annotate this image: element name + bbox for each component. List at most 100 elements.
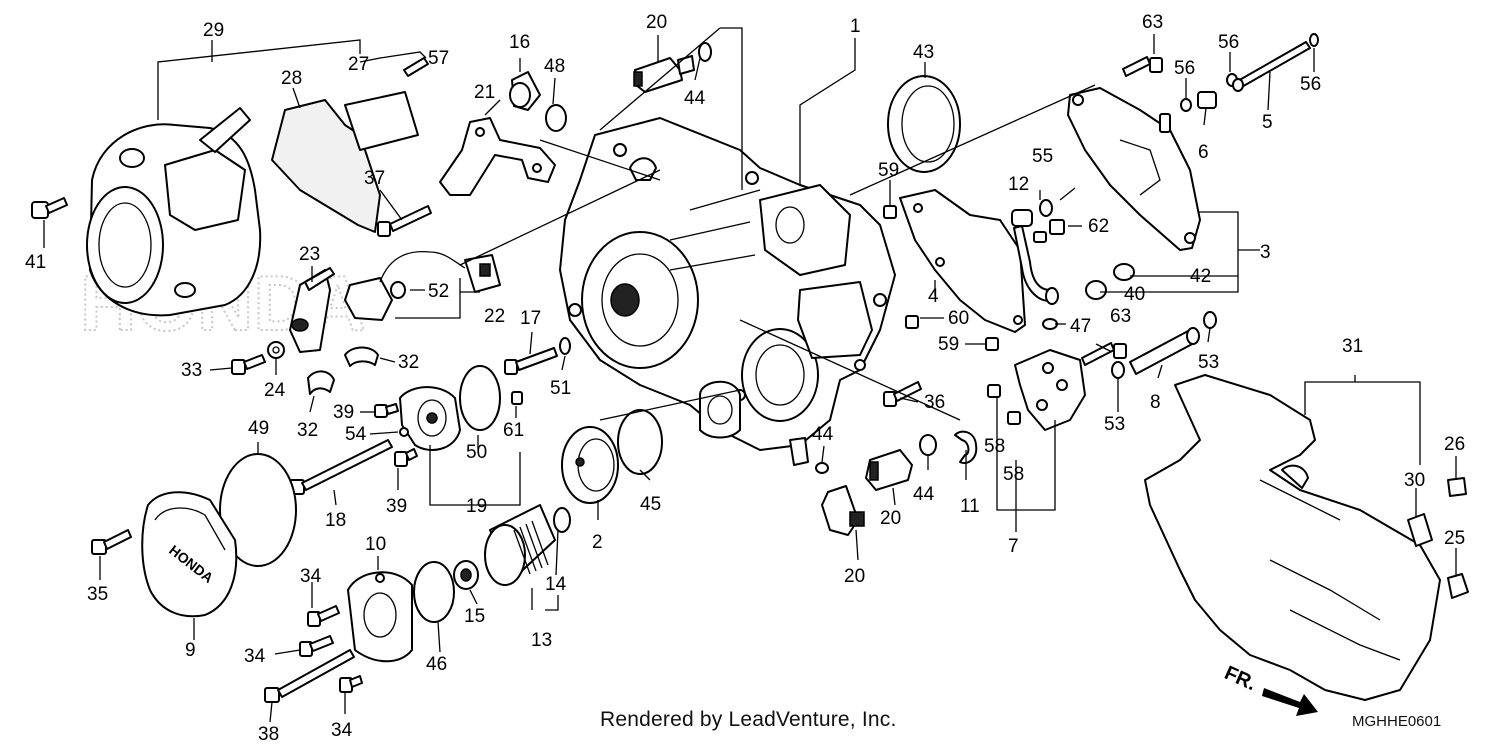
callout-21: 21 — [474, 82, 495, 103]
callout-13: 13 — [531, 630, 552, 651]
callout-60: 60 — [948, 308, 969, 329]
diagram-code: MGHHE0601 — [1352, 713, 1442, 730]
part-22-sensor[interactable] — [344, 250, 501, 321]
part-4-gasket-plate[interactable] — [899, 189, 1026, 333]
part-40-bolt[interactable] — [1085, 280, 1107, 300]
part-20-sensor-top[interactable] — [633, 55, 695, 93]
callout-23: 23 — [299, 244, 320, 265]
part-46-oring[interactable] — [413, 561, 455, 623]
part-5-shaft[interactable] — [1232, 41, 1311, 92]
part-34-bolt-b[interactable] — [299, 635, 334, 657]
part-56-washer-a[interactable] — [1180, 98, 1192, 112]
part-43-oil-seal[interactable] — [887, 75, 961, 173]
part-53-washer-top[interactable] — [1203, 311, 1217, 329]
part-30-pad[interactable] — [1407, 513, 1433, 547]
callout-33: 33 — [181, 360, 202, 381]
callout-39-top: 39 — [333, 402, 354, 423]
part-41-bolt[interactable] — [31, 197, 68, 219]
callout-20-top: 20 — [646, 12, 667, 33]
part-35-bolt[interactable] — [91, 529, 132, 555]
part-62-bolt[interactable] — [1033, 219, 1065, 243]
callout-1: 1 — [850, 16, 861, 37]
part-52-oring[interactable] — [390, 281, 406, 299]
part-58-pin-b[interactable] — [1007, 411, 1021, 425]
part-59-pin-upper[interactable] — [883, 205, 897, 219]
part-14-washer[interactable] — [553, 507, 571, 533]
part-44-washer-low[interactable] — [815, 462, 829, 474]
callout-55: 55 — [1032, 146, 1053, 167]
part-36-bolt[interactable] — [883, 381, 922, 407]
callout-59-top: 59 — [878, 160, 899, 181]
part-17-bolt[interactable] — [504, 347, 558, 375]
part-34-bolt-a[interactable] — [307, 605, 340, 627]
part-20-sensor-mid[interactable] — [865, 449, 913, 491]
part-44-washer-top[interactable] — [698, 42, 712, 62]
callout-30: 30 — [1404, 470, 1425, 491]
part-13-oil-filter[interactable] — [484, 504, 556, 586]
part-15-plug[interactable] — [453, 560, 479, 590]
part-55-washer[interactable] — [1039, 199, 1053, 217]
part-18-long-bolt[interactable] — [289, 439, 393, 495]
callout-61: 61 — [503, 420, 524, 441]
part-12-oil-pipe[interactable] — [1011, 209, 1059, 305]
part-2-cap[interactable] — [561, 426, 619, 504]
part-16-filler-cap[interactable] — [509, 71, 541, 111]
part-28-panel[interactable] — [271, 99, 381, 233]
part-1-crankcase-cover[interactable] — [559, 117, 896, 466]
callout-20-mid: 20 — [880, 508, 901, 529]
callout-53-top: 53 — [1198, 352, 1219, 373]
part-27-label[interactable] — [344, 91, 419, 151]
part-42-washer[interactable] — [1113, 263, 1135, 281]
callout-52: 52 — [428, 281, 449, 302]
part-47-oring[interactable] — [1042, 318, 1058, 330]
callout-14: 14 — [545, 574, 567, 595]
part-6-fitting[interactable] — [1197, 91, 1217, 109]
part-59-pin-lower[interactable] — [985, 337, 999, 351]
part-53-washer-mid[interactable] — [1111, 361, 1125, 379]
part-44-washer-mid[interactable] — [919, 434, 937, 456]
part-31-side-cover[interactable] — [1144, 374, 1441, 701]
part-50-oring[interactable] — [459, 365, 501, 431]
part-37-bolt[interactable] — [377, 205, 432, 237]
part-56-washer-c[interactable] — [1309, 33, 1319, 47]
part-29-side-cover[interactable] — [86, 107, 262, 317]
part-54-oring[interactable] — [399, 427, 409, 437]
part-21-bracket[interactable] — [439, 117, 556, 196]
callout-56-b: 56 — [1218, 32, 1239, 53]
part-10-flange[interactable] — [347, 571, 413, 663]
part-23-bracket[interactable] — [289, 267, 335, 353]
part-32-clamp-upper[interactable] — [344, 346, 379, 367]
callout-16: 16 — [509, 32, 530, 53]
part-24-washer[interactable] — [267, 341, 285, 359]
part-7-valve-body[interactable] — [1014, 349, 1086, 431]
part-8-shaft[interactable] — [1129, 327, 1200, 375]
part-39-bolt-upper[interactable] — [374, 403, 399, 418]
callout-20-low: 20 — [844, 566, 865, 587]
part-25-clip[interactable] — [1447, 573, 1469, 599]
part-26-clip[interactable] — [1447, 477, 1467, 497]
part-60-pin[interactable] — [905, 315, 919, 329]
part-33-bolt[interactable] — [231, 354, 266, 375]
part-39-bolt-lower[interactable] — [394, 448, 418, 467]
part-61-pin[interactable] — [511, 391, 523, 405]
callout-62: 62 — [1088, 216, 1109, 237]
part-9-clutch-cover[interactable]: HONDA — [141, 491, 238, 618]
callout-41: 41 — [25, 252, 46, 273]
part-45-oring[interactable] — [617, 409, 663, 475]
part-11-clip[interactable] — [954, 430, 978, 464]
part-51-washer[interactable] — [559, 337, 571, 355]
callout-43: 43 — [913, 42, 934, 63]
part-63-bolt-top[interactable] — [1122, 56, 1163, 77]
callout-42: 42 — [1190, 266, 1211, 287]
callout-10: 10 — [365, 534, 386, 555]
part-58-pin-a[interactable] — [987, 384, 1001, 398]
part-3-cover[interactable] — [1067, 87, 1201, 251]
part-32-clamp-lower[interactable] — [307, 370, 335, 395]
part-34-bolt-c[interactable] — [339, 675, 363, 693]
part-38-long-bolt[interactable] — [264, 649, 355, 703]
part-57-screw[interactable] — [403, 57, 429, 77]
part-19-pump-assembly[interactable] — [399, 386, 461, 451]
part-20-sensor-low[interactable] — [821, 485, 865, 536]
part-48-oring[interactable] — [545, 104, 567, 132]
callout-38: 38 — [258, 724, 279, 745]
